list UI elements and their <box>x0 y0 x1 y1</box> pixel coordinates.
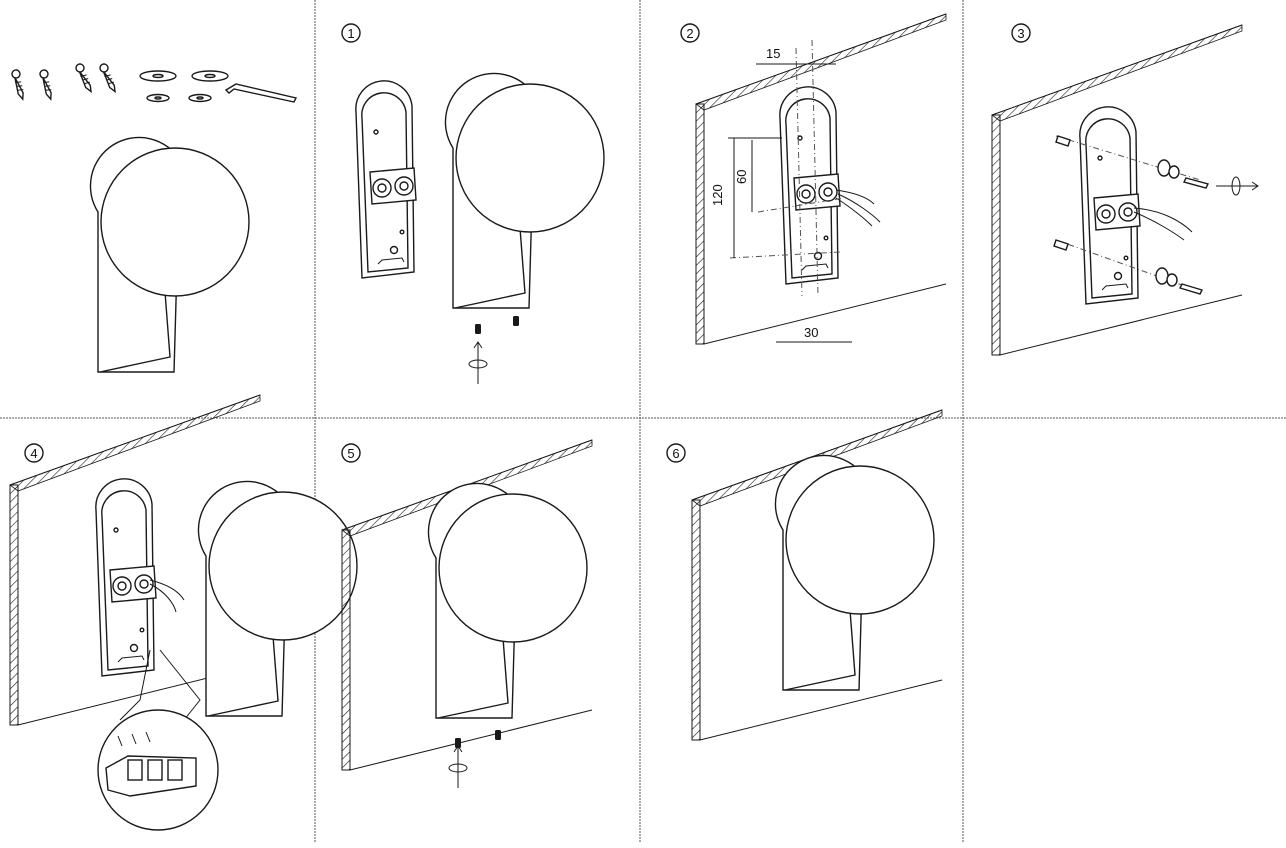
lamp-assembled <box>89 136 250 373</box>
lamp-body <box>197 480 358 717</box>
screw-icon <box>10 61 120 101</box>
step-number: 5 <box>347 446 354 461</box>
step-badge <box>341 23 361 43</box>
step-number: 4 <box>30 446 37 461</box>
washer-icon <box>139 70 229 103</box>
terminal-block-icon <box>97 709 219 831</box>
rotate-arrow-icon <box>468 341 488 385</box>
panel-step-1: 1 <box>341 23 605 385</box>
step-number: 1 <box>347 26 354 41</box>
hex-key-icon <box>224 83 298 103</box>
step-badge <box>680 23 700 43</box>
step-number: 6 <box>672 446 679 461</box>
step-badge <box>341 443 361 463</box>
lamp-mounted <box>427 482 588 719</box>
panel-step-6: 6 <box>666 409 943 741</box>
dimension-vertical-large: 120 <box>710 184 725 206</box>
lamp-final <box>774 454 935 691</box>
rotate-arrow-icon <box>448 745 468 789</box>
step-badge <box>1011 23 1031 43</box>
grub-screw-icon <box>475 316 519 334</box>
rotate-arrow-icon <box>1215 176 1259 196</box>
step-badge <box>24 443 44 463</box>
grub-screw-icon <box>455 730 501 748</box>
panel-step-3: 3 <box>991 23 1259 356</box>
panel-parts <box>10 61 298 373</box>
washer-icon <box>1155 159 1180 287</box>
lamp-body <box>444 72 605 309</box>
panel-step-4: 4 <box>9 394 358 831</box>
dimension-vertical-small: 60 <box>734 170 749 184</box>
panel-step-5: 5 <box>341 439 593 789</box>
step-number: 2 <box>686 26 693 41</box>
step-badge <box>666 443 686 463</box>
dimension-bottom: 30 <box>804 325 818 340</box>
dimension-top: 15 <box>766 46 780 61</box>
step-number: 3 <box>1017 26 1024 41</box>
panel-step-2: 2 15 120 60 30 <box>680 13 947 345</box>
